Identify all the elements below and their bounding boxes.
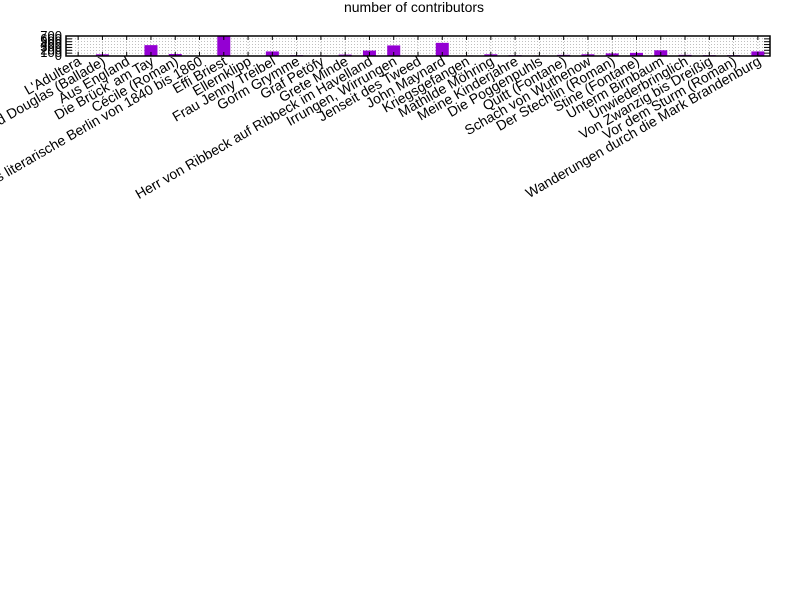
bar xyxy=(144,45,158,56)
x-axis xyxy=(77,36,759,56)
y-tick-label: 700 xyxy=(40,28,62,43)
y-tick-label: 0 xyxy=(55,48,62,63)
y-tick-label: 200 xyxy=(40,42,62,57)
y-tick-label: 400 xyxy=(40,37,62,52)
chart-title: number of contributors xyxy=(344,0,484,15)
y-tick-label: 300 xyxy=(40,39,62,54)
y-tick-label: 500 xyxy=(40,34,62,49)
y-tick-label: 600 xyxy=(40,31,62,46)
bar xyxy=(387,45,401,56)
y-tick-label: 100 xyxy=(40,45,62,60)
bar xyxy=(435,42,449,56)
bar xyxy=(217,36,231,56)
